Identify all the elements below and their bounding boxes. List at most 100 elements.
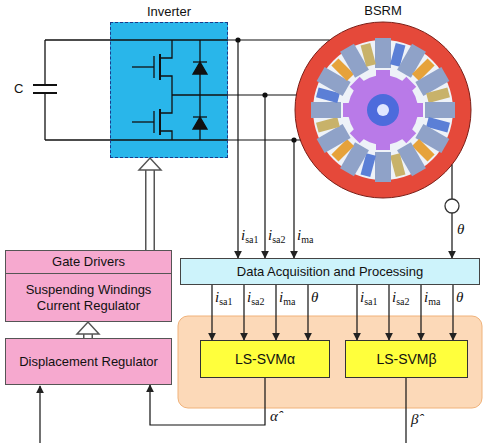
- capacitor-symbol: [44, 40, 45, 85]
- variable-subscript: sa1: [219, 296, 232, 307]
- arrow-outline: [145, 170, 155, 250]
- connector: [212, 285, 213, 340]
- connector: [228, 40, 330, 41]
- mosfet-symbol: [160, 131, 172, 140]
- estimator-box: LS-SVMβ: [345, 340, 468, 378]
- regulator-box: Suspending Windings Current Regulator: [5, 273, 172, 322]
- signal-label: ima: [279, 290, 295, 305]
- connector: [228, 140, 300, 141]
- connector-line: [211, 285, 212, 340]
- variable-symbol: β̂: [411, 411, 418, 427]
- variable-subscript: ma: [428, 296, 440, 307]
- signal-label: ima: [424, 290, 440, 305]
- bsrm-motor: [316, 117, 340, 132]
- signal-label: α̂: [270, 409, 278, 424]
- capacitor-symbol: [33, 40, 57, 140]
- current-tap: [238, 40, 294, 258]
- block-label: Data Acquisition and Processing: [237, 264, 423, 280]
- variable-subscript: sa2: [272, 234, 285, 245]
- reference-input-line: [39, 386, 40, 443]
- variable-subscript: sa1: [364, 296, 377, 307]
- bsrm-motor: [377, 104, 389, 116]
- variable-subscript: sa2: [251, 296, 264, 307]
- diode-symbol: [193, 117, 207, 129]
- diode-symbol: [193, 61, 207, 62]
- bsrm-motor: [416, 103, 423, 117]
- junction-dot: [235, 37, 296, 142]
- variable-subscript: ma: [283, 296, 295, 307]
- variable-symbol: i: [247, 289, 251, 305]
- bsrm-motor: [367, 94, 399, 126]
- variable-symbol: i: [297, 227, 301, 243]
- bsrm-motor: [425, 102, 455, 118]
- connector-line: [356, 285, 357, 340]
- signal-label: isa1: [215, 290, 233, 305]
- bsrm-motor: [376, 143, 390, 150]
- block-title: BSRM: [275, 3, 487, 19]
- variable-symbol: θ: [457, 221, 464, 237]
- component-label: C: [14, 82, 23, 95]
- current-tap: [293, 140, 294, 258]
- signal-label: β̂: [411, 412, 418, 427]
- bsrm-motor: [375, 38, 391, 68]
- variable-symbol: i: [268, 227, 272, 243]
- mosfet-symbol: [160, 40, 172, 58]
- beta-output-line: [405, 378, 406, 443]
- capacitor-symbol: [44, 93, 45, 140]
- connector-line: [228, 139, 300, 140]
- connector: [389, 285, 390, 340]
- bsrm-motor: [311, 102, 341, 118]
- signal-block-arrow: [77, 322, 99, 338]
- diode-symbol: [193, 116, 207, 117]
- position-encoder: [445, 199, 459, 213]
- connector-line: [228, 94, 296, 95]
- bsrm-motor: [350, 77, 365, 92]
- mosfet-symbol: [132, 66, 154, 67]
- mosfet-symbol: [160, 76, 172, 95]
- processing-box: Data Acquisition and Processing: [180, 258, 480, 285]
- current-tap: [264, 95, 265, 258]
- signal-label: ima: [297, 228, 313, 243]
- arrow-head: [77, 322, 99, 334]
- connector-line: [275, 285, 276, 340]
- block-label: LS-SVMα: [235, 351, 295, 368]
- mosfet-symbol: [132, 121, 154, 122]
- connector-line: [388, 285, 389, 340]
- estimator-box: LS-SVMα: [200, 340, 330, 378]
- block-label: Suspending Windings Current Regulator: [10, 282, 167, 313]
- inverter-fill: [110, 22, 228, 158]
- block-label: LS-SVMβ: [376, 351, 436, 368]
- current-tap: [237, 40, 238, 258]
- bsrm-motor: [350, 128, 365, 143]
- signal-label: θ: [311, 290, 318, 305]
- variable-symbol: α̂: [270, 408, 278, 424]
- bsrm-motor: [361, 43, 376, 67]
- variable-symbol: i: [215, 289, 219, 305]
- connector: [453, 285, 454, 340]
- variable-subscript: sa1: [245, 234, 258, 245]
- signal-label: isa2: [392, 290, 410, 305]
- bsrm-motor: [348, 75, 418, 145]
- variable-subscript: ma: [301, 234, 313, 245]
- block-label: Gate Drivers: [52, 254, 125, 270]
- variable-symbol: θ: [311, 289, 318, 305]
- bsrm-motor: [390, 153, 405, 177]
- regulator-box: Displacement Regulator: [5, 338, 172, 385]
- dc-bus: [45, 40, 228, 140]
- connector: [308, 285, 309, 340]
- connector: [150, 378, 265, 425]
- signal-block-arrow: [139, 158, 161, 250]
- bsrm-motor: [376, 70, 390, 77]
- signal-label: isa1: [360, 290, 378, 305]
- motor-outline: BSRM: [295, 22, 471, 198]
- inverter-box: Inverter: [110, 22, 228, 158]
- block-title: Inverter: [91, 4, 247, 20]
- mosfet-symbol: [160, 95, 172, 113]
- bsrm-motor: [295, 22, 471, 198]
- signal-label: θ: [456, 290, 463, 305]
- bsrm-motor: [295, 22, 471, 198]
- variable-subscript: sa2: [396, 296, 409, 307]
- diode-symbol: [193, 40, 207, 140]
- connector-line: [452, 285, 453, 340]
